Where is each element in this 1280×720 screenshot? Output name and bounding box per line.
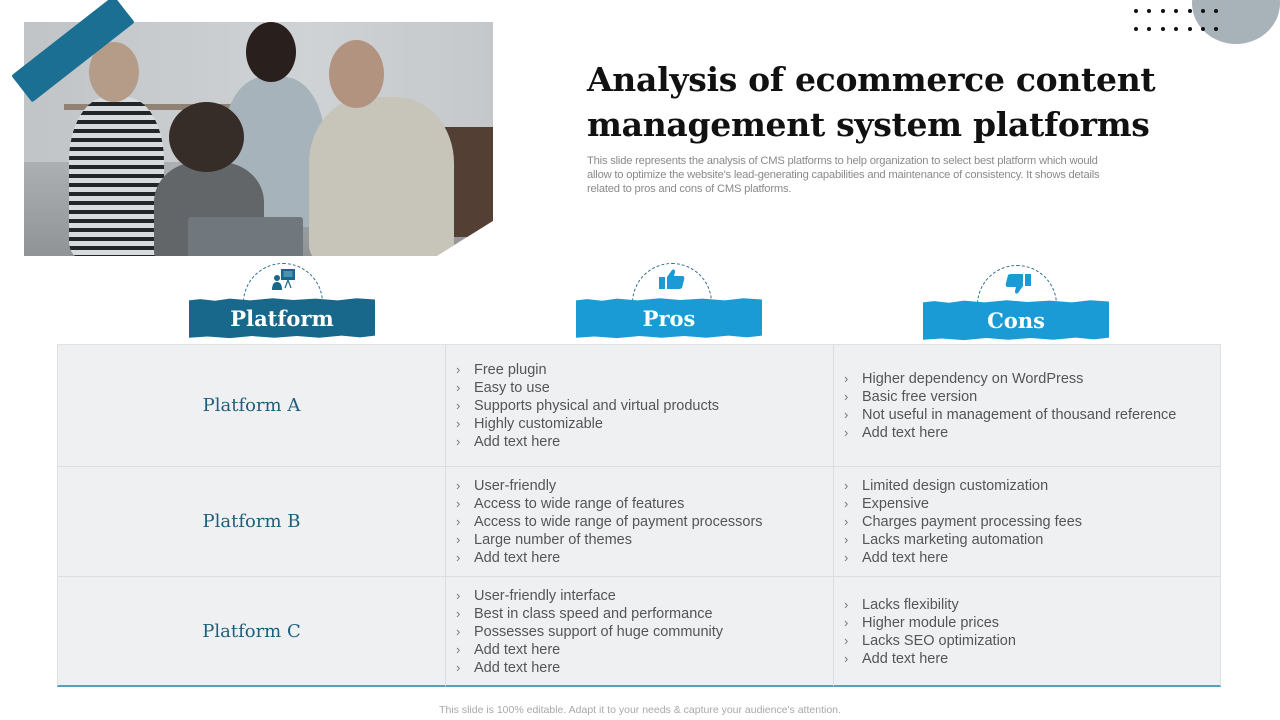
column-header-label: Platform: [230, 305, 334, 331]
list-item: Free plugin: [456, 361, 719, 379]
list-item: Highly customizable: [456, 415, 719, 433]
pros-list: User-friendly Access to wide range of fe…: [456, 477, 763, 567]
list-item: Higher module prices: [844, 614, 1016, 632]
cons-list: Lacks flexibility Higher module prices L…: [844, 596, 1016, 668]
footer-note: This slide is 100% editable. Adapt it to…: [439, 704, 841, 716]
column-header-pros: Pros: [576, 297, 762, 339]
cons-list: Limited design customization Expensive C…: [844, 477, 1082, 567]
page-title: Analysis of ecommerce content management…: [587, 57, 1187, 147]
list-item: Possesses support of huge community: [456, 623, 723, 641]
column-header-platform: Platform: [189, 297, 375, 339]
list-item: Best in class speed and performance: [456, 605, 723, 623]
column-header-label: Cons: [987, 307, 1045, 333]
platform-name: Platform C: [202, 621, 301, 642]
table-row: Platform B User-friendly Access to wide …: [58, 467, 1220, 577]
cons-list: Higher dependency on WordPress Basic fre…: [844, 370, 1176, 442]
list-item: Access to wide range of payment processo…: [456, 513, 763, 531]
team-photo: [24, 22, 493, 256]
list-item: Access to wide range of features: [456, 495, 763, 513]
list-item: Charges payment processing fees: [844, 513, 1082, 531]
column-header-label: Pros: [642, 305, 696, 331]
list-item: Add text here: [456, 659, 723, 677]
list-item: Add text here: [456, 549, 763, 567]
list-item: Easy to use: [456, 379, 719, 397]
list-item: Lacks SEO optimization: [844, 632, 1016, 650]
table-row: Platform C User-friendly interface Best …: [58, 577, 1220, 686]
page-subtitle: This slide represents the analysis of CM…: [587, 155, 1100, 195]
list-item: Add text here: [456, 641, 723, 659]
list-item: Not useful in management of thousand ref…: [844, 406, 1176, 424]
list-item: Supports physical and virtual products: [456, 397, 719, 415]
pros-list: User-friendly interface Best in class sp…: [456, 587, 723, 677]
list-item: User-friendly interface: [456, 587, 723, 605]
list-item: Add text here: [844, 424, 1176, 442]
thumbs-up-icon: [659, 269, 685, 289]
platform-name: Platform B: [202, 511, 301, 532]
comparison-table: Platform A Free plugin Easy to use Suppo…: [57, 344, 1221, 687]
list-item: Lacks flexibility: [844, 596, 1016, 614]
title-line-2: management system platforms: [587, 105, 1150, 144]
list-item: Add text here: [844, 549, 1082, 567]
list-item: Expensive: [844, 495, 1082, 513]
list-item: Add text here: [456, 433, 719, 451]
thumbs-down-icon: [1005, 274, 1031, 294]
table-row: Platform A Free plugin Easy to use Suppo…: [58, 345, 1220, 467]
presenter-board-icon: [272, 269, 295, 290]
list-item: Lacks marketing automation: [844, 531, 1082, 549]
pros-list: Free plugin Easy to use Supports physica…: [456, 361, 719, 451]
list-item: Limited design customization: [844, 477, 1082, 495]
platform-name: Platform A: [202, 395, 301, 416]
list-item: Add text here: [844, 650, 1016, 668]
list-item: Higher dependency on WordPress: [844, 370, 1176, 388]
list-item: User-friendly: [456, 477, 763, 495]
list-item: Basic free version: [844, 388, 1176, 406]
column-header-cons: Cons: [923, 299, 1109, 341]
list-item: Large number of themes: [456, 531, 763, 549]
title-line-1: Analysis of ecommerce content: [587, 60, 1156, 99]
decorative-dot-grid: [1134, 9, 1224, 33]
